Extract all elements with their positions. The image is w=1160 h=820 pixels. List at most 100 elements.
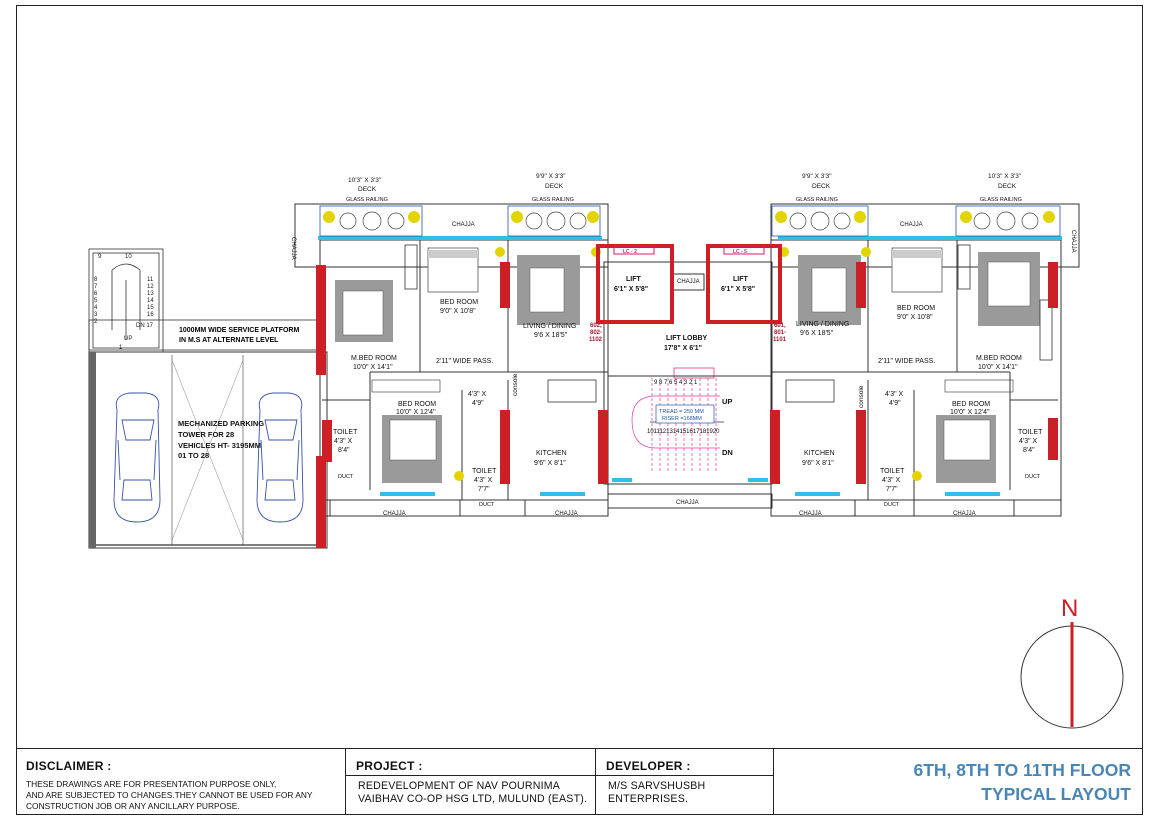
bed-room-l1-name: BED ROOM bbox=[440, 299, 478, 306]
stair-num-l2: 7 bbox=[94, 284, 98, 290]
deck-railing-1: GLASS RAILING bbox=[346, 197, 388, 203]
toilet-l3-size-2: 4'9" bbox=[472, 400, 484, 407]
north-arrow-icon: N bbox=[1020, 595, 1124, 729]
project-text: REDEVELOPMENT OF NAV POURNIMA VAIBHAV CO… bbox=[358, 780, 588, 805]
toilet-r1-size-1: 4'3" X bbox=[1019, 438, 1038, 445]
floor-plan: 9 10 8 7 6 5 4 3 2 11 12 13 14 15 16 DN … bbox=[88, 173, 1124, 729]
toilet-l1-size-1: 4'3" X bbox=[334, 438, 353, 445]
stair-steps-top: 9 8 7 6 5 4 3 2 1 bbox=[654, 380, 698, 386]
living-r-name: LIVING / DINING bbox=[796, 321, 849, 328]
toilet-l3-size-1: 4'3" X bbox=[468, 391, 487, 398]
stair-up: UP bbox=[124, 336, 132, 342]
chajja-side-right: CHAJJA bbox=[1070, 230, 1076, 253]
furniture bbox=[335, 244, 1053, 483]
stair-up: UP bbox=[722, 397, 732, 406]
deck-size-3: 9'9" X 3'3" bbox=[802, 173, 832, 180]
deck-label-4: DECK bbox=[998, 183, 1017, 190]
title-block: DISCLAIMER : THESE DRAWINGS ARE FOR PRES… bbox=[16, 748, 1143, 815]
living-l-size: 9'6 X 18'5" bbox=[534, 332, 568, 339]
kitchen-l-name: KITCHEN bbox=[536, 450, 567, 457]
service-platform-line-2: IN M.S AT ALTERNATE LEVEL bbox=[179, 337, 279, 344]
passage-r: 2'11" WIDE PASS. bbox=[878, 358, 935, 365]
service-platform: 1000MM WIDE SERVICE PLATFORM IN M.S AT A… bbox=[88, 319, 320, 351]
chajja-side-left: CHAJJA bbox=[290, 237, 296, 260]
deck-railing-4: GLASS RAILING bbox=[980, 197, 1022, 203]
console-l: console bbox=[512, 373, 519, 396]
main-staircase bbox=[631, 367, 724, 472]
stair-num-top-b: 10 bbox=[125, 254, 132, 260]
car-icon bbox=[113, 392, 161, 523]
lift-labels: LIFT 6'1" X 5'8" LC - 2 LIFT 6'1" X 5'8"… bbox=[614, 249, 755, 352]
m-bed-r-size: 10'0" X 14'1" bbox=[978, 364, 1018, 371]
lift-shafts bbox=[596, 244, 782, 324]
stair-riser: RISER =168MM bbox=[662, 416, 702, 422]
parking-line-1: MECHANIZED PARKING bbox=[178, 419, 264, 428]
flat-num-r1: 601, bbox=[774, 323, 786, 329]
duct-l1: DUCT bbox=[338, 474, 354, 480]
developer-cell: DEVELOPER : M/S SARVSHUSBH ENTERPRISES. bbox=[596, 749, 774, 815]
duct-r1: DUCT bbox=[1025, 474, 1041, 480]
stair-one: 1 bbox=[119, 345, 123, 351]
kitchen-r-size: 9'6" X 8'1" bbox=[802, 460, 834, 467]
stair-num-r4: 14 bbox=[147, 298, 154, 304]
stair-num-l4: 5 bbox=[94, 298, 98, 304]
duct-l2: DUCT bbox=[479, 502, 495, 508]
toilet-l2-name: TOILET bbox=[472, 468, 497, 475]
kitchen-l-size: 9'6" X 8'1" bbox=[534, 460, 566, 467]
stair-num-r1: 11 bbox=[147, 277, 154, 283]
deck-label-1: DECK bbox=[358, 186, 377, 193]
stair-num-top-a: 9 bbox=[98, 254, 102, 260]
stair-num-l7: 2 bbox=[94, 319, 98, 325]
stair-labels: 9 8 7 6 5 4 3 2 1 1011121314151617181920… bbox=[647, 380, 733, 457]
lift-2-tag: LC - 5 bbox=[733, 249, 747, 255]
drawing-sheet bbox=[16, 5, 1143, 815]
flat-num-r2: 801- bbox=[774, 330, 786, 336]
room-labels: CHAJJA CHAJJA CHAJJA CHAJJA CHAJJA CHAJJ… bbox=[290, 222, 1076, 517]
lift-1-tag: LC - 2 bbox=[623, 249, 637, 255]
stair-num-r3: 13 bbox=[147, 291, 154, 297]
deck-railing-3: GLASS RAILING bbox=[796, 197, 838, 203]
disclaimer-heading: DISCLAIMER : bbox=[26, 759, 112, 773]
duct-r2: DUCT bbox=[884, 502, 900, 508]
deck-areas bbox=[319, 205, 1061, 237]
bed-room-l2-size: 10'0" X 12'4" bbox=[396, 409, 436, 416]
lift-1-name: LIFT bbox=[626, 276, 641, 283]
stair-num-l1: 8 bbox=[94, 277, 98, 283]
toilet-l2-size-2: 7'7" bbox=[478, 486, 490, 493]
disclaimer-cell: DISCLAIMER : THESE DRAWINGS ARE FOR PRES… bbox=[16, 749, 346, 815]
project-cell: PROJECT : REDEVELOPMENT OF NAV POURNIMA … bbox=[346, 749, 596, 815]
console-r: console bbox=[858, 385, 865, 408]
bed-room-l1-size: 9'0" X 10'8" bbox=[440, 308, 476, 315]
lift-2-name: LIFT bbox=[733, 276, 748, 283]
flat-numbers: 602, 802- 1102 601, 801- 1101 bbox=[589, 323, 787, 343]
stair-dn: DN 17 bbox=[136, 323, 154, 329]
toilet-r1-size-2: 8'4" bbox=[1023, 447, 1035, 454]
developer-text: M/S SARVSHUSBH ENTERPRISES. bbox=[608, 780, 706, 805]
passage-l: 2'11" WIDE PASS. bbox=[436, 358, 493, 365]
lift-2-size: 6'1" X 5'8" bbox=[721, 286, 755, 293]
living-l-name: LIVING / DINING bbox=[523, 323, 576, 330]
toilet-r3-size-2: 4'9" bbox=[889, 400, 901, 407]
toilet-r3-size-1: 4'3" X bbox=[885, 391, 904, 398]
chajja-top-l: CHAJJA bbox=[452, 222, 475, 228]
chajja-bottom-2: CHAJJA bbox=[555, 511, 578, 517]
deck-label-2: DECK bbox=[545, 183, 564, 190]
disclaimer-text: THESE DRAWINGS ARE FOR PRESENTATION PURP… bbox=[26, 779, 313, 811]
toilet-r2-size-1: 4'3" X bbox=[882, 477, 901, 484]
m-bed-l-name: M.BED ROOM bbox=[351, 355, 397, 362]
flat-num-l3: 1102 bbox=[589, 337, 603, 343]
toilet-r1-name: TOILET bbox=[1018, 429, 1043, 436]
stair-num-l6: 3 bbox=[94, 312, 98, 318]
layout-title-cell: 6TH, 8TH TO 11TH FLOOR TYPICAL LAYOUT bbox=[774, 749, 1143, 815]
stair-num-l5: 4 bbox=[94, 305, 98, 311]
layout-title-line-1: 6TH, 8TH TO 11TH FLOOR bbox=[913, 760, 1132, 780]
project-heading: PROJECT : bbox=[356, 759, 423, 773]
deck-size-4: 10'3" X 3'3" bbox=[988, 173, 1022, 180]
deck-size-1: 10'3" X 3'3" bbox=[348, 177, 382, 184]
lift-lobby-name: LIFT LOBBY bbox=[666, 335, 708, 342]
living-r-size: 9'6 X 18'5" bbox=[800, 330, 834, 337]
car-icon bbox=[256, 392, 304, 523]
m-bed-r-name: M.BED ROOM bbox=[976, 355, 1022, 362]
bed-room-r1-name: BED ROOM bbox=[897, 305, 935, 312]
deck-labels: 10'3" X 3'3" DECK GLASS RAILING 9'9" X 3… bbox=[346, 173, 1022, 203]
